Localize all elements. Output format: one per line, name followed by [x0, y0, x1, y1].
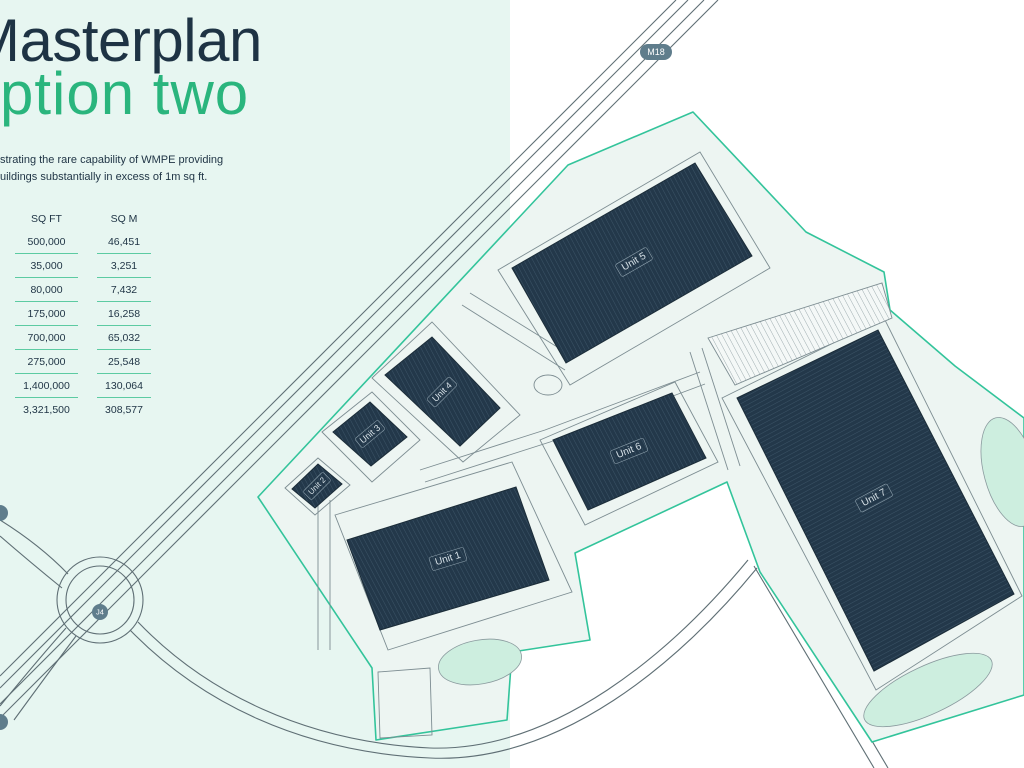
roundabout-outer — [56, 556, 144, 644]
junction-badge-label: J4 — [96, 608, 104, 617]
unit-3-footprint — [332, 401, 408, 467]
unit-6-label-box — [609, 438, 649, 464]
internal-road — [689, 351, 729, 471]
unit-3-building[interactable]: Unit 3 — [332, 401, 408, 467]
motorway-badge: M18 — [640, 44, 672, 60]
table-row: 175,000 16,258 — [15, 302, 151, 326]
unit-2-building[interactable]: Unit 2 — [291, 463, 343, 509]
slip-road — [0, 535, 63, 589]
cell-sqm: 46,451 — [97, 230, 151, 254]
cell-sqft: 35,000 — [15, 254, 78, 278]
slip-road — [0, 519, 69, 575]
table-header: SQ FT SQ M — [15, 208, 151, 230]
header-sqm: SQ M — [110, 213, 138, 225]
intro-line-1: strating the rare capability of WMPE pro… — [0, 154, 224, 166]
unit-4-footprint — [384, 336, 501, 447]
yard-outline — [377, 667, 433, 739]
page-subtitle: ption two — [0, 60, 250, 127]
intro-text: strating the rare capability of WMPE pro… — [0, 152, 223, 186]
motorway-line — [0, 0, 689, 689]
cell-sqm: 16,258 — [97, 302, 151, 326]
table-row: 35,000 3,251 — [15, 254, 151, 278]
junction-badge-shape — [92, 604, 108, 620]
motorway-line — [0, 0, 705, 705]
turning-head — [533, 374, 563, 396]
unit-1-footprint — [346, 486, 550, 631]
unit-7-building[interactable]: Unit 7 — [736, 329, 1015, 672]
cell-sqft: 3,321,500 — [23, 404, 70, 416]
unit-5-label-box — [615, 247, 653, 277]
table-row: 275,000 25,548 — [15, 350, 151, 374]
cell-sqft: 80,000 — [15, 278, 78, 302]
unit-1-label-box — [428, 547, 468, 571]
motorway-badge-label: M18 — [647, 47, 665, 57]
slip-road — [0, 627, 67, 707]
area-schedule-table: SQ FT SQ M 500,000 46,451 35,000 3,251 8… — [15, 208, 151, 422]
internal-road — [461, 304, 566, 371]
cell-sqft: 500,000 — [15, 230, 78, 254]
page-title: Masterplan — [0, 7, 262, 74]
table-row: 700,000 65,032 — [15, 326, 151, 350]
unit-4-building[interactable]: Unit 4 — [384, 336, 501, 447]
cell-sqm: 308,577 — [105, 404, 143, 416]
car-parking — [707, 282, 893, 386]
table-row: 1,400,000 130,064 — [15, 374, 151, 398]
edge-road-badge — [0, 505, 8, 521]
cell-sqft: 175,000 — [15, 302, 78, 326]
table-row: 500,000 46,451 — [15, 230, 151, 254]
internal-roads — [284, 151, 1023, 739]
cell-sqft: 1,400,000 — [15, 374, 78, 398]
unit-1-building[interactable]: Unit 1 — [346, 486, 550, 631]
yard-outline — [539, 381, 719, 526]
unit-5-footprint — [511, 162, 753, 364]
edge-road-badge — [0, 714, 8, 730]
roundabout-inner — [65, 565, 135, 635]
yard-outline — [371, 321, 521, 463]
unit-5-building[interactable]: Unit 5 — [511, 162, 753, 364]
unit-6-building[interactable]: Unit 6 — [552, 392, 707, 511]
unit-4-label-box — [426, 376, 458, 408]
table-row: 80,000 7,432 — [15, 278, 151, 302]
motorway-line — [0, 0, 677, 677]
unit-6-footprint — [552, 392, 707, 511]
table-row-total: 3,321,500 308,577 — [15, 398, 151, 422]
cell-sqm: 25,548 — [97, 350, 151, 374]
cell-sqm: 130,064 — [97, 374, 151, 398]
intro-line-2: uildings substantially in excess of 1m s… — [0, 171, 208, 183]
unit-7-footprint — [736, 329, 1015, 672]
unit-2-footprint — [291, 463, 343, 509]
cell-sqm: 3,251 — [97, 254, 151, 278]
unit-7-label-box — [855, 483, 893, 513]
slip-road — [13, 635, 77, 721]
landscape-area — [863, 652, 993, 728]
yard-outline — [497, 151, 771, 386]
unit-2-label-box — [303, 472, 331, 500]
landscape-area — [980, 417, 1024, 527]
cell-sqm: 65,032 — [97, 326, 151, 350]
yard-outline — [284, 457, 351, 516]
access-road — [129, 567, 758, 759]
cell-sqft: 275,000 — [15, 350, 78, 374]
motorway-line — [0, 0, 719, 719]
junction-badge: J4 — [92, 604, 108, 620]
access-road — [137, 559, 749, 749]
internal-road — [419, 371, 701, 471]
unit-3-label-box — [355, 420, 385, 448]
cell-sqft: 700,000 — [15, 326, 78, 350]
internal-road — [701, 347, 741, 467]
header-sqft: SQ FT — [31, 213, 62, 225]
cell-sqm: 7,432 — [97, 278, 151, 302]
yard-outline — [321, 391, 421, 483]
access-road — [753, 565, 875, 768]
landscape-area — [438, 638, 522, 686]
motorway-badge-shape — [640, 44, 672, 60]
landscaping — [438, 417, 1024, 728]
motorway — [0, 0, 719, 719]
